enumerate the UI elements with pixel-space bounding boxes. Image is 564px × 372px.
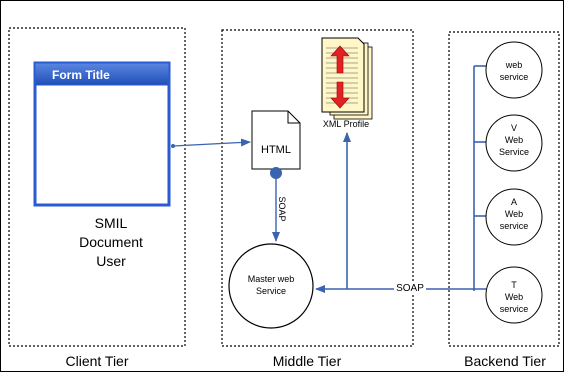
- service-4-line2: Web: [505, 292, 523, 302]
- xml-profile-stack: XML Profile: [321, 37, 373, 129]
- service-circle-3: [485, 188, 543, 246]
- service-circle-1: [485, 41, 543, 99]
- soap-vertical-label: SOAP: [277, 196, 287, 221]
- html-label: HTML: [261, 144, 291, 156]
- service-2-line1: V: [511, 123, 517, 133]
- service-1-line1: web: [505, 60, 523, 70]
- backend-service-4: T Web service: [485, 266, 543, 324]
- service-3-line3: service: [500, 221, 529, 231]
- service-3-line2: Web: [505, 209, 523, 219]
- master-service-line2: Service: [256, 286, 286, 296]
- html-document: HTML: [251, 110, 301, 170]
- form-title: Form Title: [52, 68, 110, 82]
- form-window-frame: [33, 61, 171, 207]
- master-web-service: [228, 243, 314, 329]
- service-2-line3: Service: [499, 147, 529, 157]
- smil-label-line2: Document: [79, 234, 143, 250]
- service-4-line3: service: [500, 304, 529, 314]
- form-connector-dot: [171, 144, 175, 148]
- smil-label-line1: SMIL: [95, 215, 128, 231]
- html-connector-dot: [270, 167, 282, 179]
- service-3-line1: A: [511, 197, 517, 207]
- backend-service-2: V Web Service: [485, 114, 543, 172]
- client-tier-box: [8, 27, 186, 347]
- form-title-bar: [34, 62, 170, 86]
- backend-service-3: A Web service: [485, 188, 543, 246]
- form-window: Form Title: [33, 61, 171, 207]
- xml-doc-front: [321, 37, 365, 113]
- service-circle-4: [485, 266, 543, 324]
- client-tier-label: Client Tier: [65, 353, 128, 369]
- master-service-line1: Master web: [248, 274, 295, 284]
- smil-label-line3: User: [96, 253, 126, 269]
- middle-tier-label: Middle Tier: [273, 353, 342, 369]
- backend-tier-label: Backend Tier: [464, 353, 546, 369]
- up-arrow-icon: [330, 45, 350, 74]
- service-circle-2: [485, 114, 543, 172]
- xml-profile-label: XML Profile: [323, 119, 369, 129]
- down-arrow-icon: [330, 81, 350, 109]
- html-document-shape: [251, 110, 301, 170]
- client-tier-label-bg: [55, 350, 143, 370]
- backend-tier-label-bg: [455, 350, 559, 370]
- soap-label-bg: [394, 281, 426, 293]
- service-4-line1: T: [511, 280, 517, 290]
- middle-tier-label-bg: [262, 350, 352, 370]
- middle-tier-box: [221, 29, 414, 347]
- service-2-line2: Web: [505, 135, 523, 145]
- backend-service-1: web service: [485, 41, 543, 99]
- service-1-line2: service: [500, 72, 529, 82]
- form-to-html-arrow: [172, 138, 251, 147]
- html-document-fold: [287, 111, 300, 124]
- soap-label: SOAP: [396, 283, 424, 294]
